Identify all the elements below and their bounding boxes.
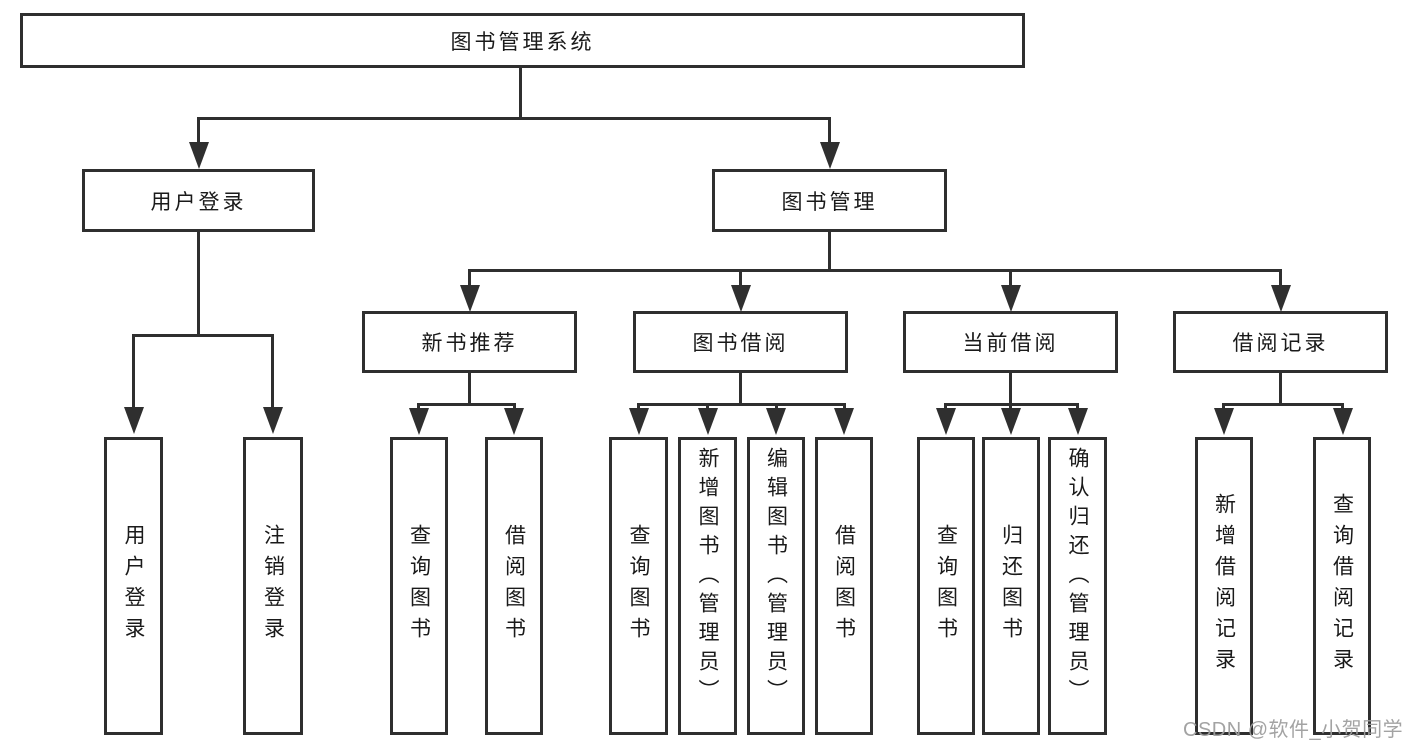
connector-stem-level3 <box>1009 269 1012 288</box>
connector-new-book-rec-branch <box>417 403 516 406</box>
leaf-add-borrow-record: 新增借阅记录 <box>1195 437 1253 735</box>
node-new-book-rec: 新书推荐 <box>362 311 577 373</box>
leaf-confirm-return-admin: 确认归还（管理员） <box>1048 437 1107 735</box>
leaf-edit-books-admin-label: 编辑图书（管理员） <box>764 447 788 708</box>
leaf-borrow-books-rec: 借阅图书 <box>485 437 543 735</box>
leaf-query-books-rec-label: 查询图书 <box>407 524 431 648</box>
leaf-query-books-current: 查询图书 <box>917 437 975 735</box>
connector-book-borrow-drop <box>739 371 742 406</box>
node-book-borrow: 图书借阅 <box>633 311 848 373</box>
arrow-down-icon <box>1001 408 1021 435</box>
leaf-borrow-books: 借阅图书 <box>815 437 873 735</box>
connector-stem-leaf <box>417 403 420 411</box>
node-book-borrow-label: 图书借阅 <box>692 332 789 355</box>
connector-stem-leaf <box>1076 403 1079 411</box>
node-new-book-rec-label: 新书推荐 <box>421 332 518 355</box>
connector-stem-leaf <box>637 403 640 411</box>
connector-stem-level3 <box>468 269 471 288</box>
arrow-down-icon <box>1333 408 1353 435</box>
arrow-down-icon <box>124 407 144 434</box>
connector-root-drop <box>519 65 522 119</box>
connector-level2-branch <box>197 117 831 120</box>
arrow-down-icon <box>189 142 209 169</box>
node-borrow-records-label: 借阅记录 <box>1232 332 1329 355</box>
connector-level3-branch <box>468 269 1282 272</box>
csdn-watermark: CSDN @软件_小贺同学 <box>1183 719 1404 741</box>
connector-current-borrow-drop <box>1009 371 1012 406</box>
leaf-logout-login-label: 注销登录 <box>261 524 285 648</box>
connector-stem-level3 <box>1279 269 1282 288</box>
connector-stem-leaf <box>706 403 709 411</box>
connector-user-login-branch <box>132 334 274 337</box>
connector-stem-user-login <box>197 117 200 146</box>
leaf-borrow-books-rec-label: 借阅图书 <box>502 524 526 648</box>
connector-stem-leaf <box>944 403 947 411</box>
connector-book-borrow-branch <box>637 403 846 406</box>
node-book-mgmt-label: 图书管理 <box>781 190 878 214</box>
leaf-logout-login: 注销登录 <box>243 437 303 735</box>
connector-stem-leaf <box>513 403 516 411</box>
arrow-down-icon <box>834 408 854 435</box>
arrow-down-icon <box>504 408 524 435</box>
arrow-down-icon <box>1001 285 1021 312</box>
connector-new-book-rec-drop <box>468 371 471 406</box>
connector-stem-leaf <box>132 334 135 409</box>
leaf-query-books-borrow-label: 查询图书 <box>627 524 650 648</box>
leaf-add-books-admin: 新增图书（管理员） <box>678 437 737 735</box>
connector-stem-leaf <box>1009 403 1012 411</box>
arrow-down-icon <box>936 408 956 435</box>
connector-stem-leaf <box>1341 403 1344 411</box>
connector-user-login-drop <box>197 230 200 337</box>
leaf-add-books-admin-label: 新增图书（管理员） <box>696 447 719 708</box>
arrow-down-icon <box>820 142 840 169</box>
leaf-query-books-borrow: 查询图书 <box>609 437 668 735</box>
node-borrow-records: 借阅记录 <box>1173 311 1388 373</box>
arrow-down-icon <box>698 408 718 435</box>
leaf-query-borrow-record-label: 查询借阅记录 <box>1330 493 1354 679</box>
connector-borrow-records-drop <box>1279 371 1282 406</box>
node-book-mgmt: 图书管理 <box>712 169 947 232</box>
arrow-down-icon <box>263 407 283 434</box>
leaf-return-books-label: 归还图书 <box>999 524 1023 648</box>
leaf-borrow-books-label: 借阅图书 <box>832 524 856 648</box>
leaf-add-borrow-record-label: 新增借阅记录 <box>1212 493 1236 679</box>
connector-stem-leaf <box>271 334 274 409</box>
node-root: 图书管理系统 <box>20 13 1025 68</box>
node-current-borrow-label: 当前借阅 <box>962 332 1059 355</box>
connector-borrow-records-branch <box>1222 403 1344 406</box>
arrow-down-icon <box>629 408 649 435</box>
leaf-query-books-rec: 查询图书 <box>390 437 448 735</box>
connector-stem-book-mgmt <box>828 117 831 146</box>
arrow-down-icon <box>1271 285 1291 312</box>
connector-stem-leaf <box>843 403 846 411</box>
leaf-edit-books-admin: 编辑图书（管理员） <box>747 437 805 735</box>
arrow-down-icon <box>1214 408 1234 435</box>
leaf-user-login: 用户登录 <box>104 437 163 735</box>
connector-stem-leaf <box>1222 403 1225 411</box>
leaf-query-books-current-label: 查询图书 <box>934 524 958 648</box>
leaf-confirm-return-admin-label: 确认归还（管理员） <box>1066 447 1089 708</box>
arrow-down-icon <box>1068 408 1088 435</box>
leaf-return-books: 归还图书 <box>982 437 1040 735</box>
arrow-down-icon <box>409 408 429 435</box>
leaf-user-login-label: 用户登录 <box>122 524 145 648</box>
arrow-down-icon <box>731 285 751 312</box>
arrow-down-icon <box>460 285 480 312</box>
connector-book-mgmt-drop <box>828 230 831 272</box>
node-user-login-label: 用户登录 <box>150 190 247 214</box>
node-root-label: 图书管理系统 <box>450 30 595 54</box>
node-user-login: 用户登录 <box>82 169 315 232</box>
arrow-down-icon <box>766 408 786 435</box>
node-current-borrow: 当前借阅 <box>903 311 1118 373</box>
leaf-query-borrow-record: 查询借阅记录 <box>1313 437 1371 735</box>
connector-stem-leaf <box>775 403 778 411</box>
connector-stem-level3 <box>739 269 742 288</box>
